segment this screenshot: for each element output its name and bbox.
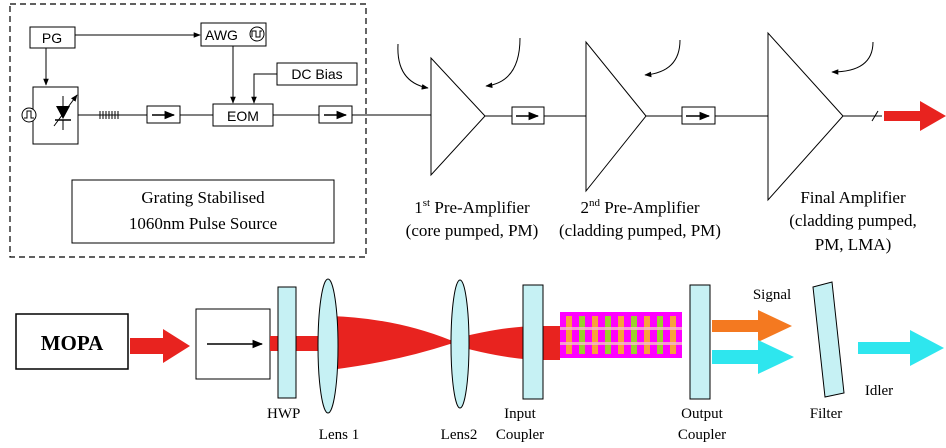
amplifier-1-label-line1: 1st Pre-Amplifier [414, 197, 530, 217]
isolator-icon-1 [146, 105, 181, 124]
awg-label: AWG [205, 27, 238, 43]
awg-waveform-icon [249, 26, 265, 42]
laser-diode-box [32, 86, 79, 145]
eom-label: EOM [227, 108, 259, 124]
pulse-source-dashed-border [9, 3, 367, 258]
fiber-end-tick [871, 110, 879, 122]
input-coupler-label-line1: Input [504, 406, 536, 422]
filter-plate [812, 281, 845, 398]
lens-2 [450, 279, 470, 409]
output-coupler-label-line1: Output [681, 406, 724, 422]
isolator-icon-3 [511, 106, 545, 125]
output-coupler-mirror [689, 284, 711, 400]
idler-beam-arrow-2 [858, 330, 944, 366]
pg-box [29, 26, 76, 49]
pulse-source-caption-line2: 1060nm Pulse Source [129, 214, 277, 233]
amplifier-2-label-line1: 2nd Pre-Amplifier [580, 197, 699, 217]
amplifier-3-label-line3: PM, LMA) [815, 235, 892, 254]
idler-label: Idler [865, 383, 893, 399]
pump-arrow-2 [644, 39, 681, 78]
lens-1-label: Lens 1 [319, 427, 359, 443]
lens-2-label: Lens2 [441, 427, 478, 443]
laser-beam [270, 316, 560, 370]
lens-1 [317, 278, 339, 414]
input-coupler-label-line2: Coupler [496, 427, 544, 443]
nonlinear-crystal [560, 312, 682, 358]
amplifier-chain: 1st Pre-Amplifier (core pumped, PM) 2nd … [397, 31, 946, 254]
pump-beam-arrow [130, 329, 190, 363]
opo-setup: MOPA HWP Lens 1 Lens2 Input Coupler [15, 278, 944, 443]
pulse-icon [21, 107, 37, 123]
amplifier-1-triangle [430, 56, 486, 177]
amplifier-3-triangle [767, 31, 844, 202]
amplifier-2-triangle [585, 40, 647, 193]
output-beam-arrow-top [884, 101, 946, 131]
amplifier-3-label-line1: Final Amplifier [800, 188, 906, 207]
filter-label: Filter [810, 406, 843, 422]
mopa-label: MOPA [41, 331, 104, 355]
mopa-box [15, 313, 129, 370]
isolator-icon-2 [318, 105, 353, 124]
fiber-bragg-grating-icon [99, 111, 119, 119]
output-coupler-label-line2: Coupler [678, 427, 726, 443]
amplifier-3-label-line2: (cladding pumped, [789, 211, 916, 230]
pump-arrow-3 [831, 41, 874, 75]
amplifier-1-label-line2: (core pumped, PM) [406, 221, 539, 240]
hwp-plate [277, 286, 297, 399]
amplifier-2-label-line2: (cladding pumped, PM) [559, 221, 721, 240]
dc-bias-label: DC Bias [291, 66, 342, 82]
pulse-source-caption-box [71, 179, 335, 244]
input-coupler-mirror [522, 284, 544, 400]
laser-diode-icon [53, 94, 78, 130]
pg-label: PG [42, 30, 62, 46]
isolator-icon-4 [681, 106, 716, 125]
pump-arrow-1b [485, 37, 521, 89]
idler-beam-arrow-1 [712, 340, 794, 374]
signal-beam-arrow [712, 310, 792, 342]
pulse-source-caption-line1: Grating Stabilised [141, 188, 265, 207]
signal-label: Signal [753, 287, 791, 303]
pulse-source-group: PG AWG DC Bias [9, 3, 433, 258]
hwp-label: HWP [267, 406, 300, 422]
pump-arrow-1a [397, 43, 429, 90]
dc-bias-to-eom-line [251, 73, 277, 104]
